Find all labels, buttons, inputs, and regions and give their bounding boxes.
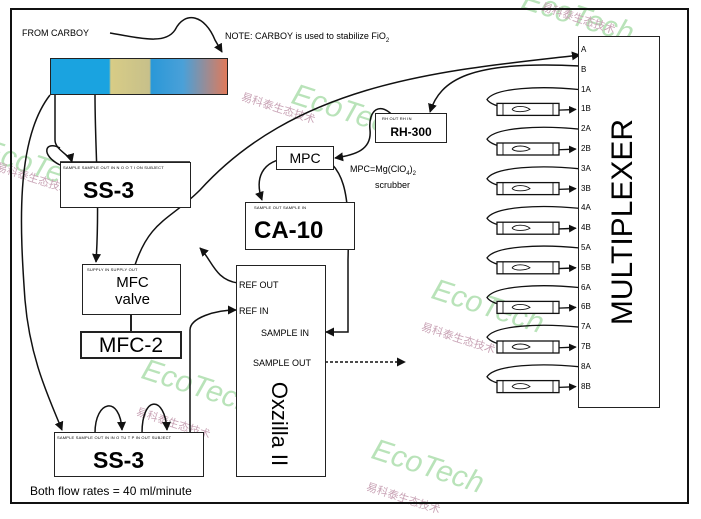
diagram-frame	[10, 8, 689, 504]
mpc-box: MPC	[276, 146, 334, 170]
mpc-note-formula: MPC=Mg(ClO	[350, 164, 407, 174]
ss3-bottom-loop-1	[94, 405, 127, 434]
multiplexer-box: MULTIPLEXER	[578, 36, 660, 408]
multiplexer-port-3A: 3A	[581, 163, 591, 173]
ca10-ports: SAMPLE OUT SAMPLE IN	[254, 205, 307, 210]
multiplexer-port-1B: 1B	[581, 104, 591, 114]
carboy-tank	[50, 58, 228, 95]
mfc2-title: MFC-2	[98, 334, 164, 357]
ss3-bottom-loop-2	[141, 403, 172, 434]
chamber-loop-4	[486, 205, 581, 235]
mfc-valve-ports: SUPPLY IN SUPPLY OUT	[87, 267, 138, 272]
carboy-to-ss3-top	[54, 95, 75, 163]
chamber-loop-8	[486, 364, 581, 394]
multiplexer-port-4A: 4A	[581, 203, 591, 213]
multiplexer-port-5A: 5A	[581, 243, 591, 252]
mpc-note-sub2: 2	[412, 170, 416, 177]
ss3-bottom-box: SAMPLE SAMPLE OUT IN IN O TU T P IN OUT …	[54, 432, 204, 477]
mfc-to-multiplexer	[134, 51, 581, 266]
ss3-bottom-title: SS-3	[93, 447, 145, 473]
carboy-inlet-line	[109, 16, 223, 53]
ss3-top-title: SS-3	[83, 177, 135, 203]
chamber-loop-5	[486, 245, 581, 275]
mfc-connector	[130, 315, 132, 331]
carboy-note: NOTE: CARBOY is used to stabilize FiO2	[225, 31, 389, 44]
multiplexer-port-A: A	[581, 45, 587, 54]
mpc-note: MPC=Mg(ClO4)2 scrubber	[350, 164, 416, 191]
rh300-ports: RH OUT RH IN	[382, 116, 412, 121]
multiplexer-port-4B: 4B	[581, 223, 591, 233]
mfc-valve-box: SUPPLY IN SUPPLY OUT MFC valve	[82, 264, 181, 315]
multiplexer-port-6A: 6A	[581, 282, 591, 292]
oxzilla-box: REF OUT REF IN SAMPLE IN SAMPLE OUT Oxzi…	[236, 265, 326, 477]
mfc-valve-line1: MFC	[116, 274, 149, 291]
chamber-loop-1	[486, 87, 581, 117]
ca10-title: CA-10	[254, 217, 324, 244]
carboy-to-ss3-bottom	[20, 94, 64, 431]
ss3-top-box: SAMPLE SAMPLE OUT IN N O O T I ON SUBJEC…	[60, 162, 191, 208]
chamber-loop-7	[486, 324, 581, 354]
rh300-to-mpc	[334, 107, 396, 162]
carboy-note-text: NOTE: CARBOY is used to stabilize FiO	[225, 31, 386, 41]
multiplexer-port-8B: 8B	[581, 381, 591, 391]
chamber-loop-6	[486, 285, 581, 315]
ss3-top-loop	[46, 145, 61, 166]
oxzilla-sample-in: SAMPLE IN	[261, 328, 310, 338]
ca10-box: SAMPLE OUT SAMPLE IN CA-10	[245, 202, 355, 250]
multiplexer-b-to-rh300	[428, 64, 581, 113]
mfc2-box: MFC-2	[80, 331, 182, 359]
multiplexer-port-5B: 5B	[581, 262, 591, 272]
oxzilla-ref-in: REF IN	[239, 306, 269, 316]
ss3-top-ports: SAMPLE SAMPLE OUT IN N O O T I ON SUBJEC…	[63, 165, 164, 170]
chamber-loop-3	[486, 166, 581, 196]
ss3-bottom-ports: SAMPLE SAMPLE OUT IN IN O TU T P IN OUT …	[57, 435, 172, 440]
ref-in-line	[189, 305, 237, 432]
multiplexer-port-7B: 7B	[581, 342, 591, 351]
multiplexer-port-6B: 6B	[581, 302, 591, 312]
multiplexer-port-7A: 7A	[581, 322, 591, 332]
mpc-note-close: )	[409, 164, 413, 174]
ref-out-line	[199, 247, 239, 284]
multiplexer-port-2B: 2B	[581, 144, 591, 153]
multiplexer-title: MULTIPLEXER	[606, 118, 639, 326]
from-carboy-label: FROM CARBOY	[22, 28, 90, 38]
oxzilla-title: Oxzilla II	[267, 381, 292, 467]
rh300-box: RH OUT RH IN RH-300	[375, 113, 447, 143]
multiplexer-port-B: B	[581, 64, 587, 74]
flow-rates-note: Both flow rates = 40 ml/minute	[30, 484, 192, 498]
oxzilla-sample-out: SAMPLE OUT	[253, 358, 312, 368]
multiplexer-port-2A: 2A	[581, 124, 591, 134]
mpc-note-scrubber: scrubber	[375, 179, 411, 190]
carboy-note-subscript: 2	[385, 37, 390, 44]
mfc-valve-line2: valve	[114, 291, 151, 308]
multiplexer-port-3B: 3B	[581, 183, 591, 193]
oxzilla-ref-out: REF OUT	[239, 280, 279, 290]
rh300-title: RH-300	[390, 125, 432, 139]
multiplexer-port-1A: 1A	[581, 84, 591, 94]
mpc-note-sub1: 4	[406, 170, 410, 177]
chamber-loop-2	[486, 126, 581, 156]
multiplexer-port-8A: 8A	[581, 361, 591, 371]
mpc-title: MPC	[289, 150, 321, 166]
